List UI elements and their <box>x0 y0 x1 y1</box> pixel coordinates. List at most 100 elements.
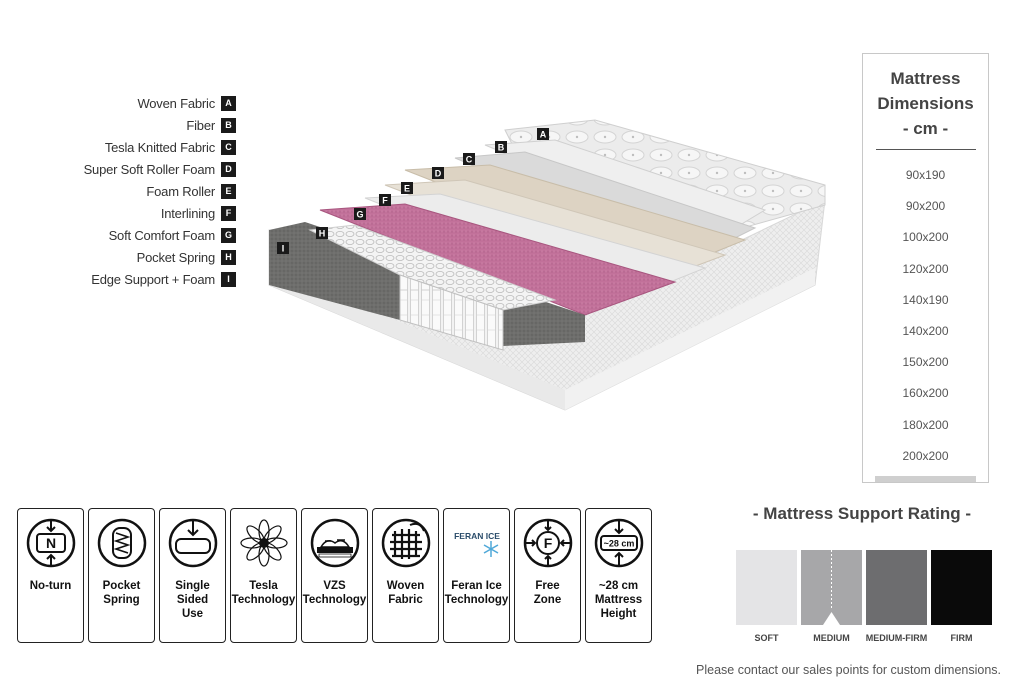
tesla-flower-icon <box>239 519 288 567</box>
legend-tag: A <box>221 95 236 111</box>
feature-woven-fabric: Woven Fabric <box>372 508 439 643</box>
feature-icons-row: N No-turn Pocket Spring Single Sided Use <box>17 508 652 643</box>
free-zone-icon: F <box>523 518 572 568</box>
tag-g: G <box>356 210 363 220</box>
feature-label-line: Mattress <box>594 594 643 606</box>
rating-swatch <box>866 550 927 625</box>
tag-c: C <box>466 155 473 165</box>
dimensions-title-line1: Mattress <box>890 69 961 88</box>
feature-label: ~28 cm Mattress Height <box>593 579 644 621</box>
feran-ice-icon: FERAN ICE <box>454 531 500 557</box>
free-zone-letter: F <box>543 535 552 551</box>
legend-tag: C <box>221 139 236 155</box>
feature-pocket-spring: Pocket Spring <box>88 508 155 643</box>
feature-no-turn: N No-turn <box>17 508 84 643</box>
rating-label: FIRM <box>950 633 973 643</box>
feature-label: Pocket Spring <box>101 579 143 607</box>
rating-label: SOFT <box>754 633 779 643</box>
rating-level-firm: FIRM <box>931 550 992 643</box>
rating-swatch <box>736 550 797 625</box>
single-sided-icon <box>168 518 217 568</box>
legend-label: Woven Fabric <box>137 95 215 111</box>
legend-label: Soft Comfort Foam <box>108 227 216 243</box>
feature-label-line: Technology <box>231 594 296 606</box>
legend-tag: F <box>221 205 236 221</box>
layer-pocket-spring-top <box>308 224 557 311</box>
feature-label-line: Zone <box>533 594 562 606</box>
feature-label: Woven Fabric <box>385 579 427 607</box>
vzs-icon <box>310 518 359 568</box>
feature-feran-ice: FERAN ICE Feran Ice Technology <box>443 508 510 643</box>
rating-level-medium: MEDIUM <box>801 550 862 643</box>
legend-tag: H <box>221 249 236 265</box>
legend-label: Tesla Knitted Fabric <box>104 139 215 155</box>
feature-label: Free Zone <box>532 579 563 607</box>
feature-label-line: Technology <box>444 594 509 606</box>
legend-tag: I <box>221 271 236 287</box>
tag-d: D <box>435 169 442 179</box>
feature-free-zone: F Free Zone <box>514 508 581 643</box>
feature-single-sided: Single Sided Use <box>159 508 226 643</box>
feature-height: ~28 cm ~28 cm Mattress Height <box>585 508 652 643</box>
legend-label: Edge Support + Foam <box>91 271 215 287</box>
feature-label-line: Woven <box>386 580 425 592</box>
feature-label-line: ~28 cm <box>598 580 639 592</box>
size-item: 90x190 <box>905 168 946 182</box>
feature-label-line: Free <box>535 580 560 592</box>
dimensions-panel: Mattress Dimensions - cm - 90x190 90x200… <box>862 53 989 483</box>
dimensions-title: Mattress Dimensions - cm - <box>863 66 988 141</box>
feran-ice-logo-text: FERAN ICE <box>454 531 500 541</box>
size-item: 160x200 <box>902 386 949 401</box>
dimensions-footer-bar <box>875 476 976 482</box>
feature-label-line: Use <box>181 608 204 620</box>
legend-row-a: Woven Fabric A <box>60 92 236 114</box>
feature-label-line: Height <box>600 608 637 620</box>
tag-a: A <box>540 130 547 140</box>
legend-row-c: Tesla Knitted Fabric C <box>60 136 236 158</box>
dimensions-title-line3: - cm - <box>902 119 949 138</box>
size-item: 200x200 <box>902 448 949 463</box>
mattress-layer-tags: A B C D E F G H I <box>277 128 549 254</box>
support-rating-scale: SOFT MEDIUM MEDIUM-FIRM FIRM <box>736 550 992 643</box>
feature-label-line: No-turn <box>29 580 72 592</box>
feature-label-line: Pocket <box>102 580 141 592</box>
mattress-cutaway-illustration: A B C D E F G H I <box>268 119 826 411</box>
selected-marker <box>823 550 840 625</box>
feature-label: Feran Ice Technology <box>443 579 511 607</box>
rating-level-medium-firm: MEDIUM-FIRM <box>866 550 927 643</box>
legend-label: Interlining <box>160 205 215 221</box>
legend-label: Super Soft Roller Foam <box>83 161 216 177</box>
size-item: 90x200 <box>905 199 946 214</box>
legend-label: Fiber <box>186 117 215 133</box>
feature-label-line: Single Sided <box>175 580 210 606</box>
layer-pocket-spring-coils <box>399 274 504 351</box>
feature-label: Tesla Technology <box>230 579 298 607</box>
feature-label-line: Fabric <box>388 594 423 606</box>
legend-row-f: Interlining F <box>60 202 236 224</box>
tag-e: E <box>404 184 410 194</box>
pocket-spring-icon <box>97 518 146 568</box>
tag-i: I <box>282 244 285 254</box>
rating-swatch-selected <box>801 550 862 625</box>
legend-tag: E <box>221 183 236 199</box>
size-item: 140x190 <box>902 292 949 307</box>
feature-label-line: Technology <box>302 594 367 606</box>
size-item: 120x200 <box>902 261 949 276</box>
rating-swatch <box>931 550 992 625</box>
feature-vzs: VZS Technology <box>301 508 368 643</box>
dimensions-divider <box>875 149 976 150</box>
support-rating-title: - Mattress Support Rating - <box>752 504 972 523</box>
height-icon: ~28 cm <box>594 518 643 568</box>
feature-label-line: Spring <box>103 594 140 606</box>
rating-label: MEDIUM <box>813 633 850 643</box>
no-turn-icon: N <box>26 518 75 568</box>
layer-edge-support-foam <box>269 222 585 346</box>
feature-label-line: Tesla <box>249 580 278 592</box>
size-item: 150x200 <box>902 355 949 370</box>
height-value-text: ~28 cm <box>603 539 634 549</box>
